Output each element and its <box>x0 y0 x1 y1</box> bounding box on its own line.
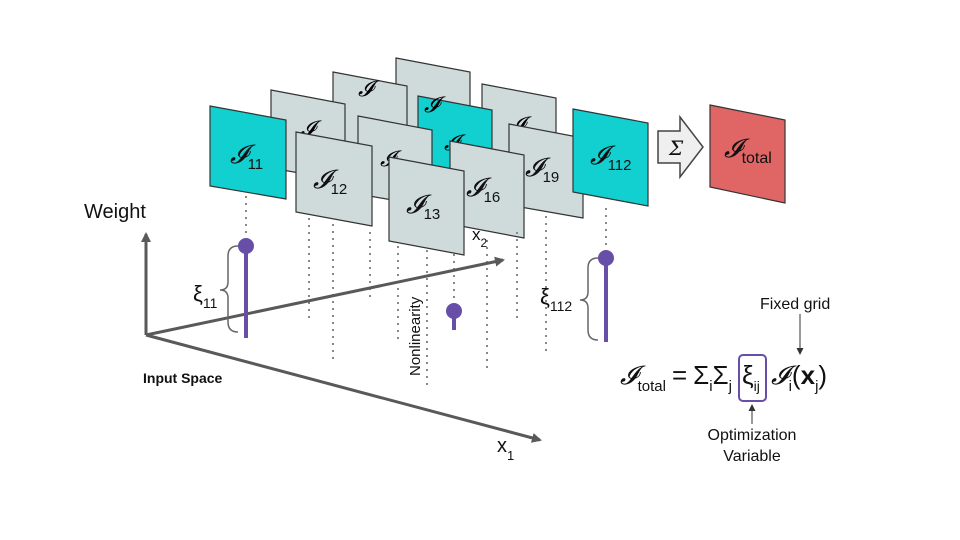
optimization-label-line2: Variable <box>723 448 781 465</box>
svg-text:𝓘112: 𝓘112 <box>590 141 632 174</box>
total-panel-sub: total <box>742 150 772 167</box>
x2-symbol: x <box>472 225 481 244</box>
panel-112: 𝓘112 <box>572 108 649 207</box>
sum-arrow-symbol: Σ <box>668 136 684 160</box>
weight-11-sub: 11 <box>203 295 218 311</box>
equation: 𝓘total=ΣiΣj ξij 𝓘i(xj) <box>620 354 827 402</box>
eq-paren-open: ( <box>792 360 801 390</box>
weight-112-symbol: ξ <box>540 284 550 309</box>
panel-12-sub: 12 <box>331 181 348 198</box>
weight-axis-label: Weight <box>84 201 146 223</box>
panel-19-sub: 19 <box>543 169 560 186</box>
front-panels: 𝓘11 𝓘12 𝓘19 𝓘16 𝓘13 𝓘112 <box>209 105 649 256</box>
panel-13: 𝓘13 <box>388 156 465 256</box>
panel-112-sub: 112 <box>608 157 632 174</box>
total-panel: 𝓘total <box>709 104 786 204</box>
svg-text:𝓘16: 𝓘16 <box>466 173 500 206</box>
weight-label-11: ξ11 <box>193 281 218 311</box>
axes <box>141 232 542 443</box>
eq-sum2-sub: j <box>728 378 732 395</box>
eq-sum1-sub: i <box>709 378 712 395</box>
x1-sub: 1 <box>507 448 514 463</box>
weight-stem-11 <box>238 238 254 338</box>
x1-axis <box>145 333 542 443</box>
sum-arrow: Σ <box>657 114 704 180</box>
panel-19: 𝓘19 <box>508 123 584 219</box>
x2-axis <box>145 256 505 337</box>
eq-sum2: Σ <box>713 360 729 390</box>
nonlinearity-label: Nonlinearity <box>407 296 424 376</box>
x2-label: x2 <box>472 225 488 250</box>
panel-13-sub: 13 <box>424 206 441 223</box>
x1-label: x1 <box>497 435 514 463</box>
svg-text:ξij: ξij <box>742 360 760 394</box>
eq-paren-close: ) <box>818 360 827 390</box>
eq-sum1: Σ <box>693 360 709 390</box>
svg-text:𝓘i(xj): 𝓘i(xj) <box>771 360 827 395</box>
panel-11: 𝓘11 <box>209 105 287 200</box>
eq-x-sub: j <box>814 378 818 395</box>
weight-112-sub: 112 <box>550 298 573 314</box>
weight-11-symbol: ξ <box>193 281 203 306</box>
optimization-label-line1: Optimization <box>708 427 797 444</box>
brace-112 <box>579 257 599 341</box>
optimization-variable-box <box>738 354 767 402</box>
x1-symbol: x <box>497 435 507 457</box>
eq-xi-sub: ij <box>754 378 760 394</box>
eq-i-sub: i <box>789 378 792 395</box>
panel-11-sub: 11 <box>248 156 264 173</box>
svg-text:𝓘total=ΣiΣj: 𝓘total=ΣiΣj <box>620 360 732 395</box>
panel-16-sub: 16 <box>484 189 501 206</box>
eq-xi: ξ <box>742 360 754 390</box>
panel-12: 𝓘12 <box>295 131 373 227</box>
weight-stem-112 <box>598 250 614 342</box>
eq-equals: = <box>672 360 687 390</box>
eq-x-bold: x <box>801 360 816 390</box>
input-space-label: Input Space <box>143 370 223 386</box>
weight-label-112: ξ112 <box>540 284 572 314</box>
brace-11 <box>219 245 239 333</box>
x2-sub: 2 <box>481 236 488 250</box>
eq-lhs-sub: total <box>638 378 666 395</box>
fixed-grid-label: Fixed grid <box>760 296 830 313</box>
weight-stem-small <box>446 303 462 330</box>
